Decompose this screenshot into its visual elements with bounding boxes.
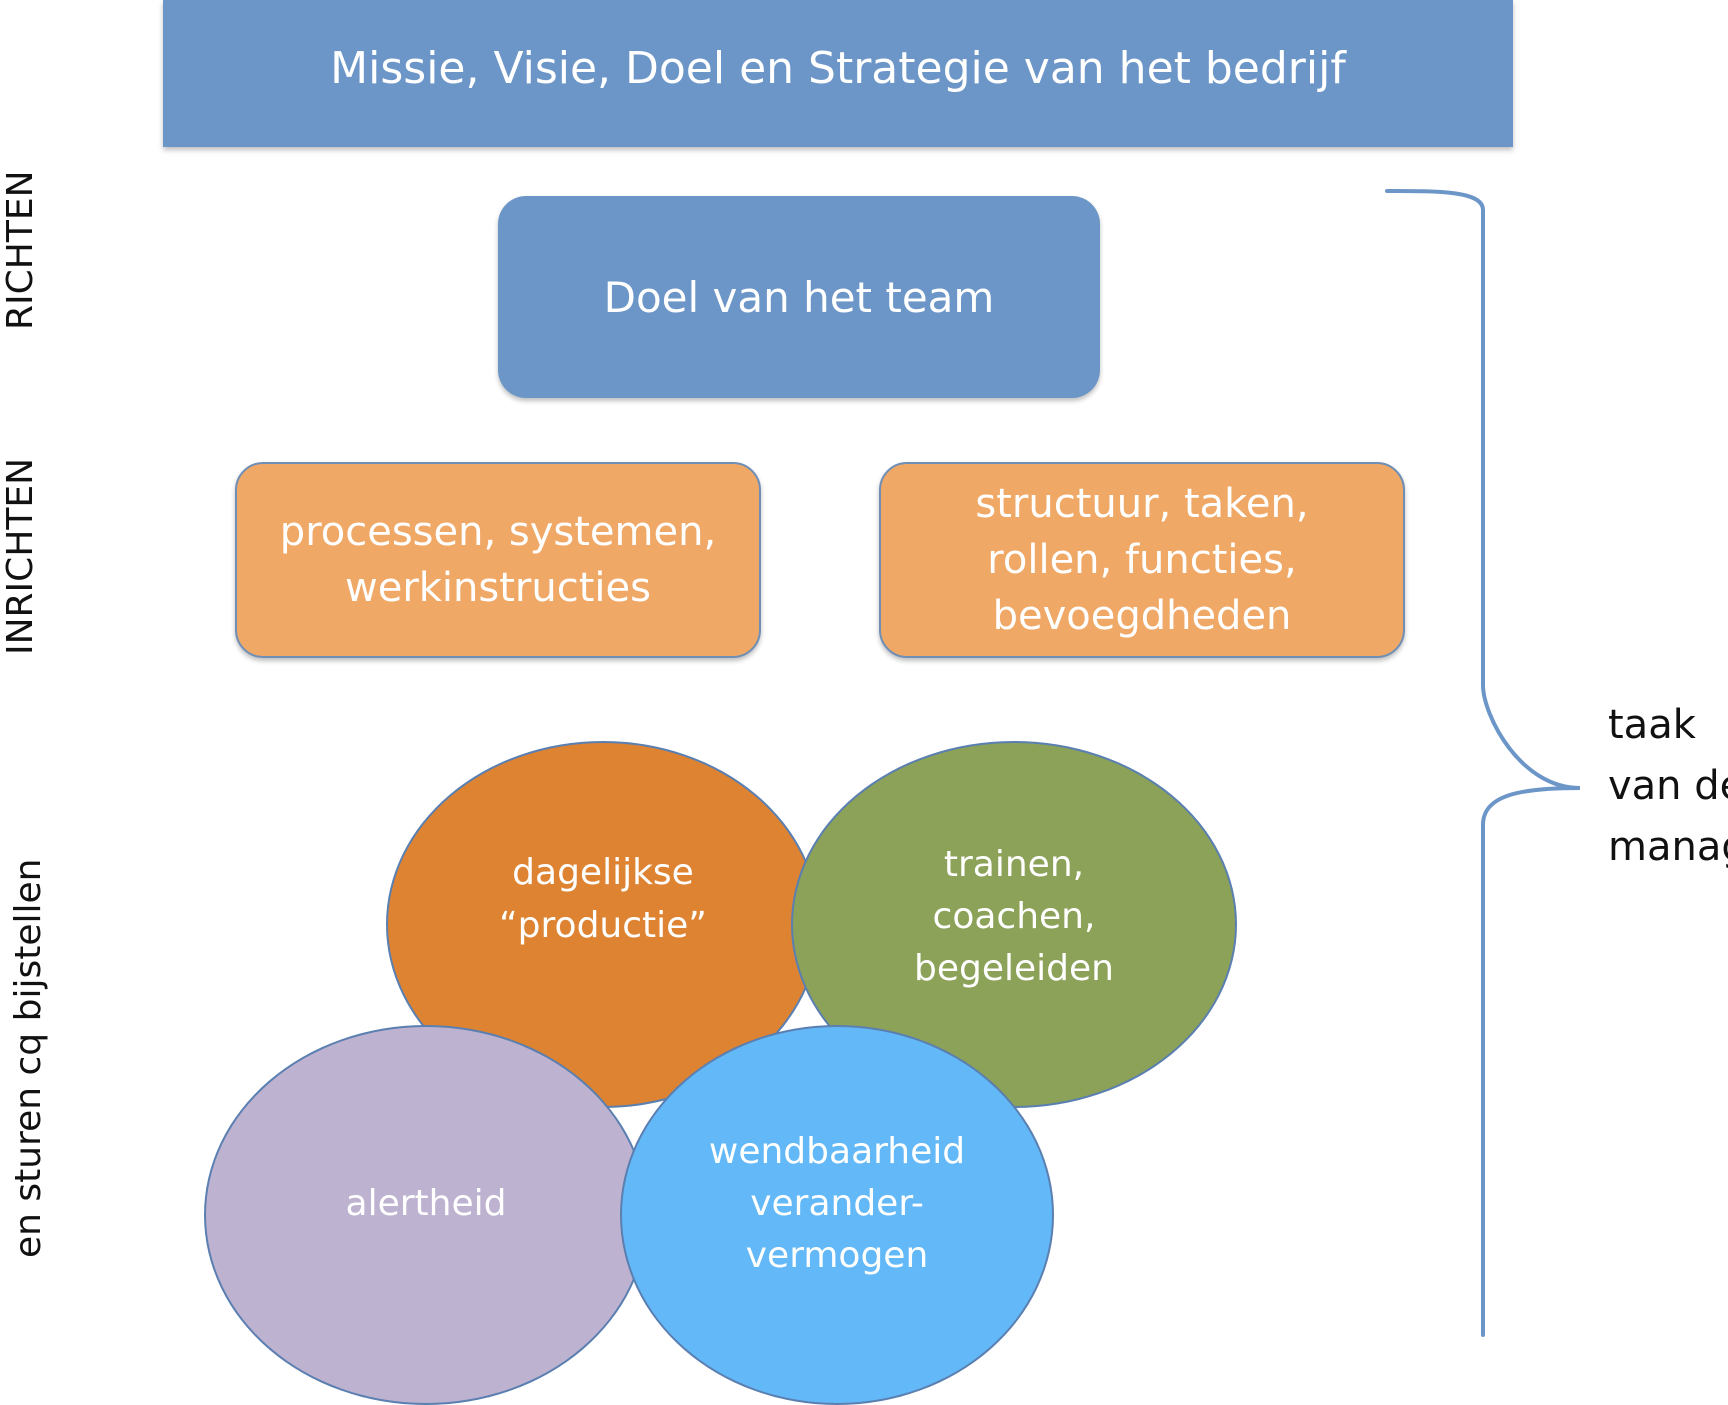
- training-circle-label: trainen, coachen, begeleiden: [914, 843, 1114, 990]
- side-label-inrichten: INRICHTEN: [0, 457, 41, 655]
- agility-circle: wendbaarheid verander- vermogen: [620, 1025, 1054, 1405]
- side-label-richten: RICHTEN: [0, 170, 41, 330]
- team-goal-box: Doel van het team: [498, 196, 1100, 398]
- production-circle-label: dagelijkse “productie”: [499, 852, 707, 946]
- company-strategy-banner: Missie, Visie, Doel en Strategie van het…: [163, 0, 1513, 147]
- alertness-circle: alertheid: [204, 1025, 648, 1405]
- management-task-note: taak van de manag: [1608, 702, 1728, 870]
- structure-box: structuur, taken, rollen, functies, bevo…: [879, 462, 1405, 658]
- processes-box: processen, systemen, werkinstructies: [235, 462, 761, 658]
- right-brace: [1385, 189, 1581, 1337]
- side-label-sturen: en sturen cq bijstellen: [8, 858, 49, 1258]
- alertness-circle-label: alertheid: [345, 1182, 507, 1224]
- agility-circle-label: wendbaarheid verander- vermogen: [708, 1130, 966, 1277]
